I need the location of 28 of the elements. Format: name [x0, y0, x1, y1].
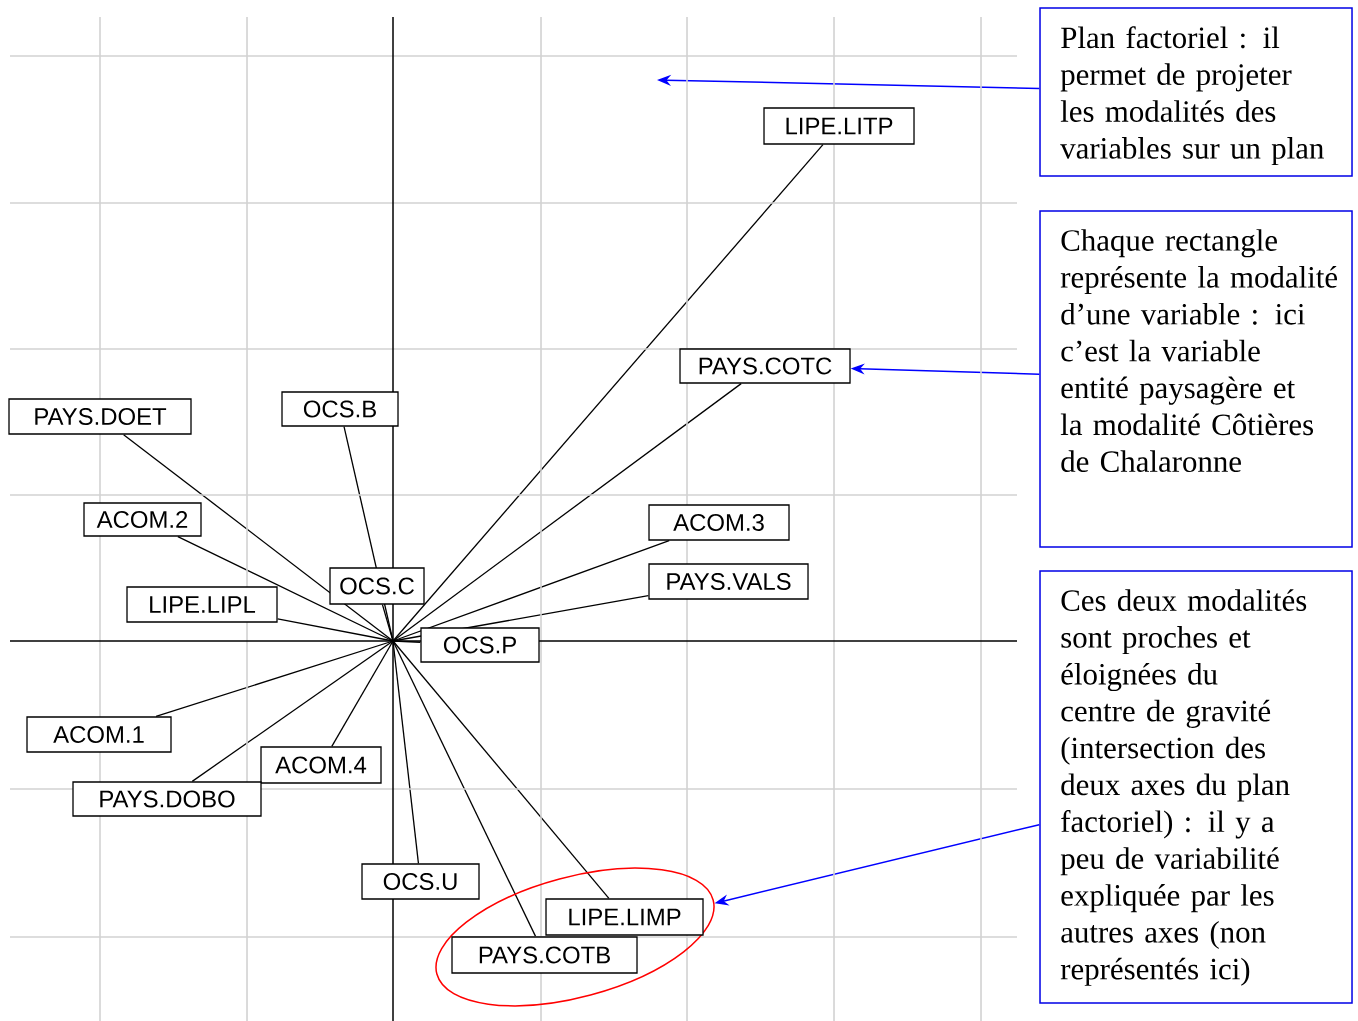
label-box: PAYS.DOBO [72, 781, 262, 817]
label-box: PAYS.COTB [451, 936, 638, 974]
connector-line [392, 144, 824, 642]
connector-line [392, 540, 670, 642]
label-box: LIPE.LITP [763, 107, 915, 145]
label-box: ACOM.1 [26, 716, 172, 753]
label-box: OCS.U [361, 863, 480, 900]
label-box: LIPE.LIMP [545, 898, 704, 936]
connector-line [392, 640, 610, 899]
label-box: OCS.B [281, 391, 399, 427]
connector-line [177, 536, 394, 642]
connector-line [392, 383, 742, 642]
connector-line [331, 640, 394, 747]
label-box: ACOM.4 [260, 746, 382, 784]
label-box: OCS.P [420, 627, 540, 663]
connector-line [392, 640, 537, 937]
label-box: ACOM.2 [83, 502, 202, 537]
label-box: ACOM.3 [648, 504, 790, 541]
callout-box: Plan factoriel : il permet de projeter les modalités des variables sur un plan [1039, 7, 1353, 177]
label-box: PAYS.DOET [8, 398, 192, 435]
label-box: PAYS.COTC [679, 348, 851, 384]
label-box: OCS.C [329, 567, 425, 605]
connector-line [191, 640, 394, 782]
connector-line [122, 434, 394, 642]
callout-box: Chaque rectangle représente la modalité d’une variable : ici c’est la variable entité paysagère et la modalité Côtières de Chalaronne [1039, 210, 1353, 548]
label-box: LIPE.LIPL [126, 586, 278, 623]
label-box: PAYS.VALS [648, 563, 809, 600]
callout-box: Ces deux modalités sont proches et éloignées du centre de gravité (intersection des deux axes du plan factoriel) : il y a peu de variabilité expliquée par les autres axes (non représentés ici) [1039, 570, 1353, 1004]
